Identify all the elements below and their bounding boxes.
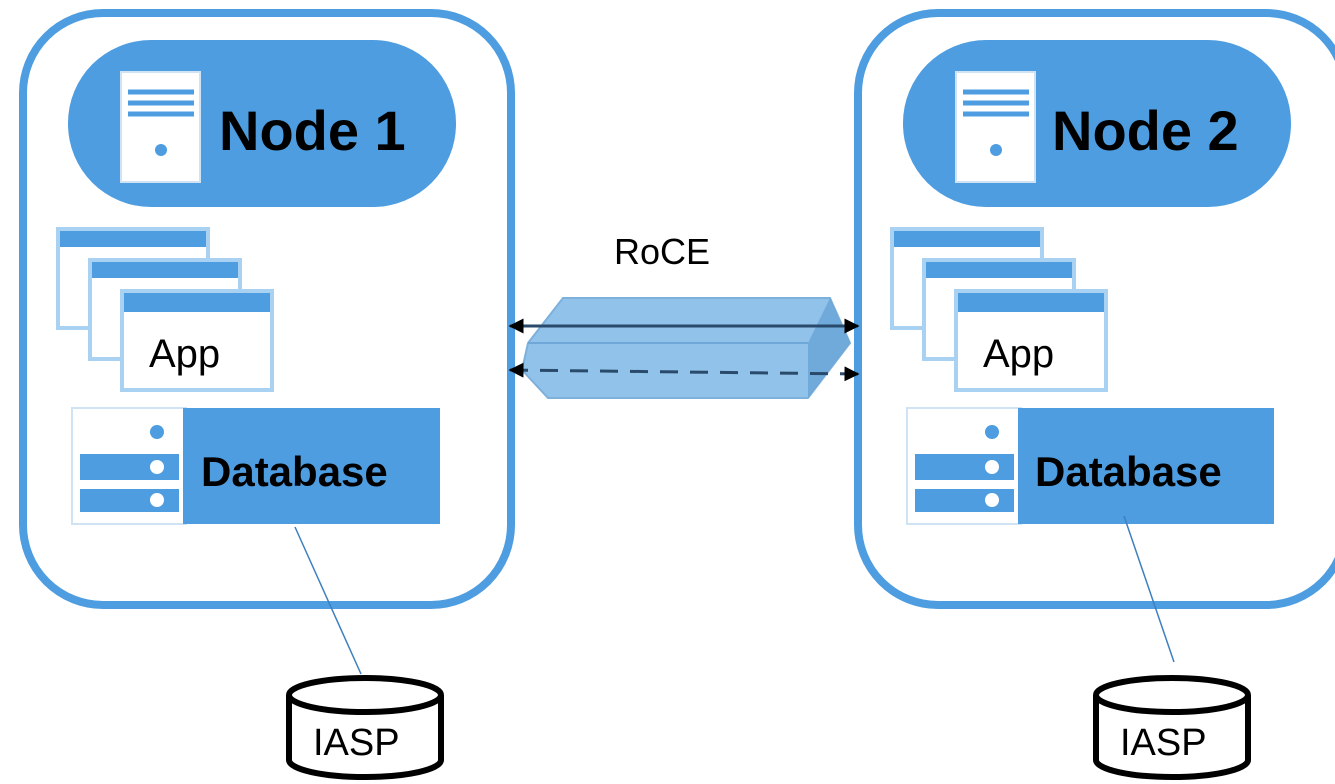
node-1-app-label: App	[149, 332, 221, 376]
cable-prism	[520, 297, 852, 399]
node-2	[854, 9, 1335, 780]
node-1-database-label: Database	[201, 448, 388, 495]
server-icon	[955, 71, 1036, 183]
node-1	[19, 9, 515, 780]
roce-link	[508, 297, 860, 399]
node-2-database-label: Database	[1035, 448, 1222, 495]
node-1-title: Node 1	[219, 99, 406, 162]
node-2-storage-label: IASP	[1120, 722, 1207, 764]
node-2-title: Node 2	[1052, 99, 1239, 162]
storage-connector-line	[294, 526, 362, 675]
roce-link-label: RoCE	[614, 231, 711, 272]
app-window-icon	[56, 227, 274, 392]
app-window-icon	[890, 227, 1108, 392]
disk-cylinder-icon	[286, 675, 444, 780]
storage-connector-line	[1123, 515, 1175, 663]
database-server-icon	[71, 407, 440, 525]
node-1-storage-label: IASP	[313, 722, 400, 764]
disk-cylinder-icon	[1093, 675, 1251, 780]
server-icon	[120, 71, 201, 183]
node-2-app-label: App	[983, 332, 1055, 376]
database-server-icon	[906, 407, 1274, 525]
